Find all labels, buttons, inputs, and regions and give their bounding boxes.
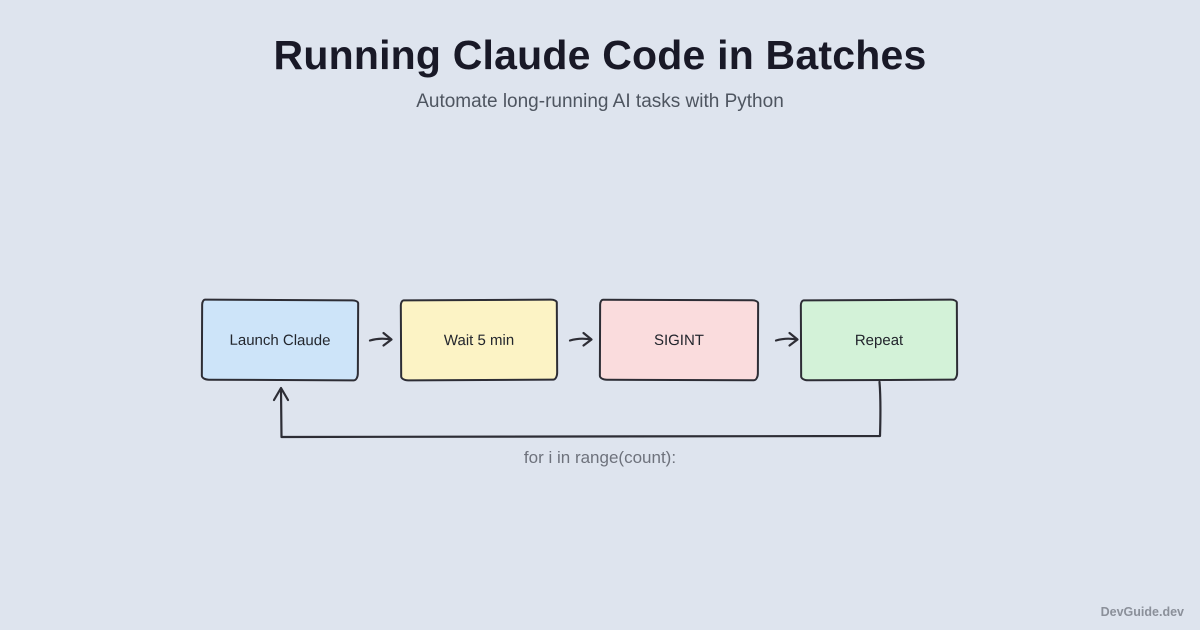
flow-step-label: Repeat [854,331,904,349]
arrow-right-icon [368,337,393,342]
loop-connector [279,380,882,439]
arrow-up-icon [272,386,290,402]
page-subtitle: Automate long-running AI tasks with Pyth… [416,91,784,113]
flow-step-sigint: SIGINT [598,298,760,382]
flow-step-label: SIGINT [653,331,705,349]
arrow-right-icon [582,331,593,347]
loop-label: for i in range(count): [523,448,677,467]
flow-step-launch-claude: Launch Claude [200,298,360,382]
flow-step-wait-5-min: Wait 5 min [399,298,559,382]
flow-step-label: Launch Claude [229,331,331,349]
arrow-right-icon [568,337,593,342]
page-title: Running Claude Code in Batches [273,32,927,78]
watermark: DevGuide.dev [1100,605,1184,619]
arrow-right-icon [382,331,393,347]
header: Running Claude Code in Batches Automate … [0,32,1200,113]
arrow-right-icon [774,337,799,342]
flow-step-label: Wait 5 min [443,331,515,349]
flow-step-repeat: Repeat [799,298,959,382]
arrow-right-icon [788,331,799,347]
